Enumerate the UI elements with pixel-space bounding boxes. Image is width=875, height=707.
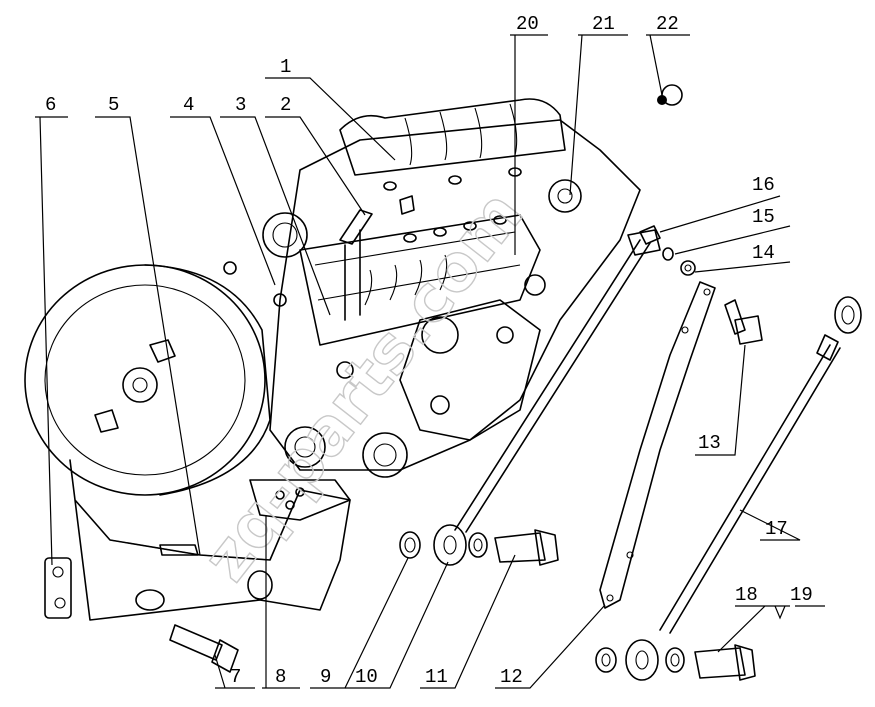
callout-14: 14: [752, 242, 775, 264]
callout-17: 17: [765, 518, 788, 540]
callout-5: 5: [108, 94, 119, 116]
coupling-disc: [24, 264, 271, 496]
injection-pump-assembly: [24, 98, 641, 621]
callout-3: 3: [235, 94, 246, 116]
washer-14: [680, 260, 696, 276]
callout-11: 11: [425, 666, 448, 688]
banjo-fittings-lower: [595, 639, 756, 681]
strap-12: [599, 281, 716, 609]
plunger-row: [364, 167, 522, 306]
bolt-13: [724, 299, 763, 345]
callout-2: 2: [280, 94, 291, 116]
callout-15: 15: [752, 206, 775, 228]
callout-8: 8: [275, 666, 286, 688]
callout-7: 7: [230, 666, 241, 688]
callout-18: 18: [735, 584, 758, 606]
callout-6: 6: [45, 94, 56, 116]
callout-22: 22: [656, 13, 679, 35]
callout-16: 16: [752, 174, 775, 196]
callout-9: 9: [320, 666, 331, 688]
nut-16: [639, 225, 661, 245]
oil-pipe-upper: [454, 229, 661, 533]
bolt-7: [169, 624, 239, 673]
oil-pipe-17: [659, 296, 862, 634]
callout-13: 13: [698, 432, 721, 454]
callout-10: 10: [355, 666, 378, 688]
callout-21: 21: [592, 13, 615, 35]
washer-15: [662, 247, 674, 261]
callout-19: 19: [790, 584, 813, 606]
bracket-plate: [44, 557, 72, 619]
callouts: 1 2 3 4 5 6 7 8 9 10 11 12 13: [35, 13, 825, 689]
banjo-fittings-upper: [399, 524, 559, 566]
callout-4: 4: [183, 94, 194, 116]
callout-12: 12: [500, 666, 523, 688]
callout-20: 20: [516, 13, 539, 35]
callout-1: 1: [280, 56, 291, 78]
